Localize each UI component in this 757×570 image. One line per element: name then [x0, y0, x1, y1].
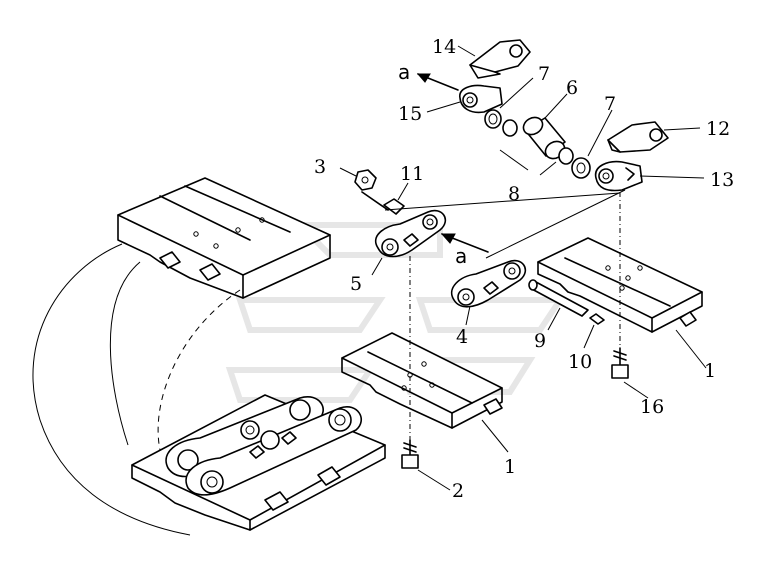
part-16-shoe-bolt: [611, 347, 629, 379]
callout-1-right: 1: [704, 360, 716, 382]
leader-lines: [339, 45, 707, 491]
callout-5: 5: [350, 273, 362, 295]
callout-7-right: 7: [604, 93, 616, 115]
callout-6: 6: [566, 77, 578, 99]
callout-8: 8: [508, 183, 520, 205]
view-arrow-top: a: [398, 60, 459, 91]
callout-15: 15: [398, 103, 422, 125]
callout-10: 10: [568, 351, 592, 373]
assembly-centerlines: [384, 189, 626, 440]
part-8-bracket: [499, 149, 557, 176]
callout-3: 3: [314, 156, 326, 178]
part-4-link: [451, 259, 526, 308]
callout-9: 9: [534, 330, 546, 352]
callout-11: 11: [400, 163, 424, 185]
view-label-a-mid: a: [455, 244, 467, 268]
callout-labels: 14 15 7 6 7 12 13 8 3 11 5 4 9 10 1 16 1…: [314, 36, 734, 502]
callout-1-center: 1: [504, 456, 516, 478]
part-5-master-link: [375, 209, 446, 258]
view-label-a-top: a: [398, 60, 410, 84]
callout-7-upper: 7: [538, 63, 550, 85]
callout-16: 16: [640, 396, 664, 418]
assembled-chain-lower: [131, 394, 386, 531]
callout-14: 14: [432, 36, 456, 58]
track-belt-outline: [32, 243, 241, 536]
part-9-pin: [528, 279, 589, 317]
part-11-bolt: [361, 191, 405, 215]
part-3-nut: [354, 169, 377, 191]
view-arrow-mid: a: [440, 233, 489, 268]
callout-12: 12: [706, 118, 730, 140]
callout-13: 13: [710, 169, 734, 191]
part-1-shoe-center: [341, 332, 503, 429]
part-7-seal-upper-b: [502, 119, 518, 137]
callout-4: 4: [456, 326, 468, 348]
part-12-cover: [607, 121, 669, 153]
part-15-link-plate: [459, 84, 503, 114]
part-7-seal-upper: [484, 109, 502, 129]
callout-2: 2: [452, 480, 464, 502]
watermark-logo: [225, 222, 566, 403]
assembled-shoes-upper: [117, 177, 331, 299]
part-13-link-plate: [594, 160, 643, 192]
part-14-cover: [469, 39, 531, 79]
part-10-spacer: [589, 313, 605, 325]
part-2-shoe-bolt: [401, 439, 419, 469]
part-7-seal-right: [558, 147, 591, 179]
